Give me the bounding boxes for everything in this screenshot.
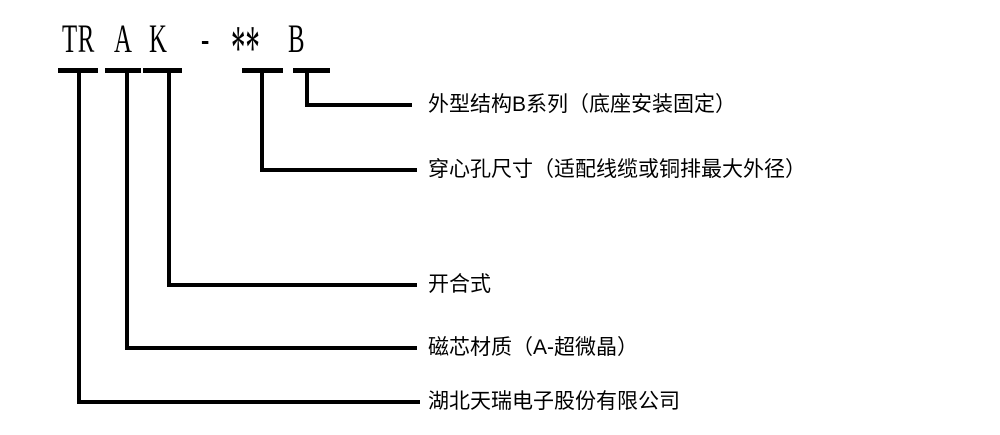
- code-segment-k: K: [149, 16, 168, 61]
- connector-k-line: [167, 283, 417, 287]
- connector-a-line: [125, 346, 417, 350]
- code-segment-tr: TR: [62, 16, 95, 61]
- connector-stars-stem: [260, 68, 264, 172]
- connector-tr-line: [77, 400, 420, 404]
- connector-b-stem: [305, 68, 309, 107]
- connector-k-bar: [143, 68, 182, 73]
- connector-a-stem: [125, 68, 129, 350]
- legend-label-k: 开合式: [428, 273, 491, 296]
- connector-k-stem: [167, 68, 171, 287]
- legend-label-b: 外型结构B系列（底座安装固定）: [428, 93, 737, 116]
- code-segment-b: B: [288, 16, 306, 61]
- code-segment-dash: -: [201, 16, 210, 61]
- connector-stars-line: [260, 168, 417, 172]
- legend-label-tr: 湖北天瑞电子股份有限公司: [428, 390, 680, 413]
- code-segment-a: A: [114, 16, 133, 61]
- connector-a-bar: [105, 68, 141, 73]
- connector-tr-stem: [77, 68, 81, 404]
- connector-b-bar: [293, 68, 330, 73]
- legend-label-a: 磁芯材质（A-超微晶）: [428, 336, 638, 359]
- legend-label-stars: 穿心孔尺寸（适配线缆或铜排最大外径）: [428, 158, 806, 181]
- connector-b-line: [305, 103, 412, 107]
